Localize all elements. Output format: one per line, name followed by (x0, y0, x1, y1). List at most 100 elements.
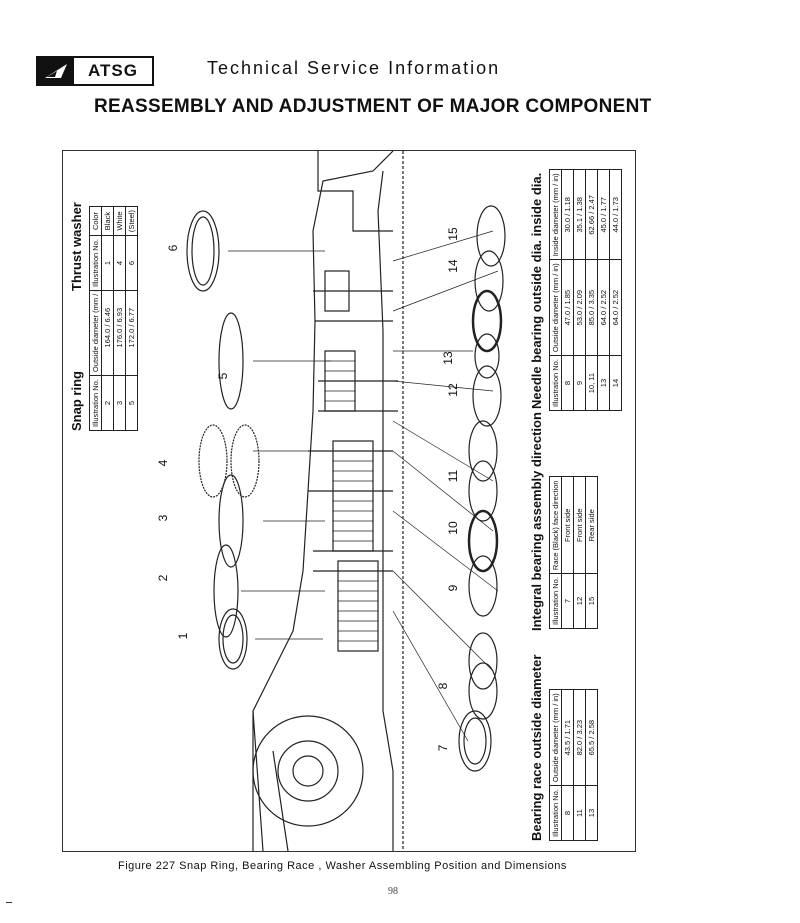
margin-mark (6, 902, 12, 903)
table-cell: 30.0 / 1.18 (561, 169, 574, 260)
bearing-race-title: Bearing race outside diameter (529, 654, 544, 841)
callout-13: 13 (441, 351, 455, 365)
table-cell: 10, 11 (585, 355, 598, 411)
table-cell: 2 (101, 375, 114, 431)
table-row: 8 43.5 / 1.71 (561, 689, 574, 841)
header-cell: Illustration No. (549, 785, 562, 841)
table-cell: 85.0 / 3.35 (585, 259, 598, 356)
table-row: 14 64.0 / 2.52 44.0 / 1.73 (609, 169, 622, 411)
table-cell: 65.5 / 2.58 (585, 689, 598, 786)
table-cell: 9 (573, 355, 586, 411)
table-cell: 62.66 / 2.47 (585, 169, 598, 260)
callout-8: 8 (436, 682, 450, 690)
table-row: 6 (Steel) (125, 206, 138, 291)
header-cell: Color (89, 206, 102, 236)
table-cell: 15 (585, 573, 598, 629)
table-cell: 7 (561, 573, 574, 629)
transmission-cross-section (186, 151, 506, 851)
page-title: REASSEMBLY AND ADJUSTMENT OF MAJOR COMPO… (94, 96, 652, 117)
table-row: 5 172.0 / 6.77 (125, 279, 138, 431)
table-header-row: Illustration No. Outside diameter (mm / … (549, 169, 562, 411)
header-title: Technical Service Information (207, 58, 501, 78)
table-row: 11 82.0 / 3.23 (573, 689, 586, 841)
callout-10: 10 (446, 521, 460, 535)
callout-7: 7 (436, 744, 450, 752)
table-header-row: Illustration No. Outside diameter (mm / … (549, 689, 562, 841)
table-cell: 1 (101, 235, 114, 291)
table-row: 1 Black (101, 206, 114, 291)
needle-bearing-title: Needle bearing outside dia. inside dia. (529, 172, 544, 409)
callout-2: 2 (156, 574, 170, 582)
table-cell: Front side (573, 476, 586, 574)
table-cell: 13 (597, 355, 610, 411)
callout-14: 14 (446, 259, 460, 273)
table-cell: 82.0 / 3.23 (573, 689, 586, 786)
table-cell: 45.0 / 1.77 (597, 169, 610, 260)
table-row: 3 176.0 / 6.93 (113, 279, 126, 431)
table-cell: 64.0 / 2.52 (609, 259, 622, 356)
table-cell: 44.0 / 1.73 (609, 169, 622, 260)
needle-bearing-table: Illustration No. Outside diameter (mm / … (549, 169, 622, 411)
logo-text: ATSG (88, 61, 138, 80)
logo-mark-icon (38, 58, 74, 84)
table-cell: 53.0 / 2.09 (573, 259, 586, 356)
callout-4: 4 (156, 459, 170, 467)
table-cell: 5 (125, 375, 138, 431)
callout-12: 12 (446, 383, 460, 397)
header-cell: Illustration No. (549, 355, 562, 411)
table-header-row: Illustration No. Race (Black) face direc… (549, 476, 562, 629)
table-row: 15 Rear side (585, 476, 598, 629)
table-cell: 14 (609, 355, 622, 411)
table-cell: 35.1 / 1.38 (573, 169, 586, 260)
table-cell: Black (101, 206, 114, 236)
header-cell: Race (Black) face direction (549, 476, 562, 574)
thrust-washer-table: Illustration No. Color 1 Black 4 White 6… (89, 205, 138, 291)
table-cell: 164.0 / 6.46 (101, 279, 114, 376)
header-cell: Outside diameter (mm / in) (89, 279, 102, 376)
table-cell: 64.0 / 2.52 (597, 259, 610, 356)
header-cell: Illustration No. (89, 235, 102, 291)
snap-ring-title: Snap ring (69, 371, 84, 431)
table-cell: 176.0 / 6.93 (113, 279, 126, 376)
callout-1: 1 (176, 632, 190, 640)
table-cell: (Steel) (125, 206, 138, 236)
table-row: 7 Front side (561, 476, 574, 629)
table-row: 9 53.0 / 2.09 35.1 / 1.38 (573, 169, 586, 411)
table-row: 13 65.5 / 2.58 (585, 689, 598, 841)
callout-5: 5 (216, 372, 230, 380)
header-cell: Illustration No. (549, 573, 562, 629)
header-cell: Illustration No. (89, 375, 102, 431)
table-cell: 6 (125, 235, 138, 291)
table-row: 10, 11 85.0 / 3.35 62.66 / 2.47 (585, 169, 598, 411)
table-cell: 47.0 / 1.85 (561, 259, 574, 356)
thrust-washer-title: Thrust washer (69, 202, 84, 291)
header-cell: Outside diameter (mm / in) (549, 689, 562, 786)
page-number: 98 (388, 886, 398, 897)
table-cell: 8 (561, 785, 574, 841)
table-cell: 172.0 / 6.77 (125, 279, 138, 376)
callout-9: 9 (446, 584, 460, 592)
table-header-row: Illustration No. Color (89, 206, 102, 291)
table-cell: 43.5 / 1.71 (561, 689, 574, 786)
integral-bearing-title: Integral bearing assembly direction (529, 412, 544, 631)
table-row: 12 Front side (573, 476, 586, 629)
table-cell: White (113, 206, 126, 236)
table-row: 4 White (113, 206, 126, 291)
bearing-race-table: Illustration No. Outside diameter (mm / … (549, 689, 598, 841)
table-row: 2 164.0 / 6.46 (101, 279, 114, 431)
callout-6: 6 (166, 244, 180, 252)
table-cell: 12 (573, 573, 586, 629)
table-row: 8 47.0 / 1.85 30.0 / 1.18 (561, 169, 574, 411)
header-cell: Inside diameter (mm / in) (549, 169, 562, 260)
callout-3: 3 (156, 514, 170, 522)
header-cell: Outside diameter (mm / in) (549, 259, 562, 356)
table-cell: Front side (561, 476, 574, 574)
table-cell: 8 (561, 355, 574, 411)
callout-11: 11 (446, 469, 460, 483)
table-cell: 11 (573, 785, 586, 841)
table-cell: Rear side (585, 476, 598, 574)
snap-ring-table: Illustration No. Outside diameter (mm / … (89, 279, 138, 431)
integral-bearing-table: Illustration No. Race (Black) face direc… (549, 476, 598, 629)
callout-15: 15 (446, 227, 460, 241)
figure-caption: Figure 227 Snap Ring, Bearing Race , Was… (118, 860, 567, 872)
